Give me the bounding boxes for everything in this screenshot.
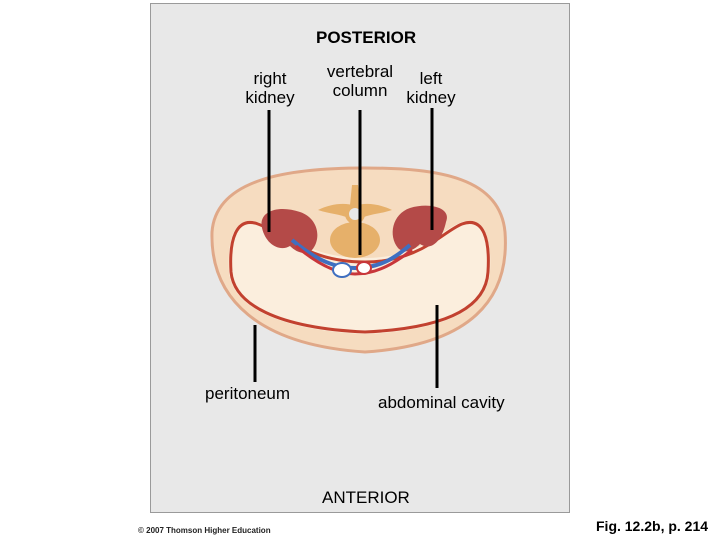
right-kidney-label: right kidney	[240, 69, 300, 107]
vertebral-column-label-line2: column	[332, 81, 388, 100]
vertebral-body	[330, 222, 380, 258]
left-kidney-label-line1: left	[419, 69, 443, 88]
right-kidney	[261, 208, 318, 253]
posterior-label: POSTERIOR	[316, 28, 417, 47]
left-kidney-label: left kidney	[400, 69, 462, 107]
vertebral-column-label-line1: vertebral	[326, 62, 394, 81]
figure-reference: Fig. 12.2b, p. 214	[596, 518, 709, 534]
peritoneum-membrane	[229, 220, 490, 334]
right-kidney-label-line2: kidney	[245, 88, 295, 107]
left-kidney-label-line2: kidney	[406, 88, 456, 107]
vena-cava	[332, 262, 352, 278]
abdominal-cavity-label: abdominal cavity	[378, 393, 505, 412]
vertebral-column-label: vertebral column	[320, 62, 400, 100]
renal-vessels	[290, 238, 412, 271]
anterior-label: ANTERIOR	[322, 488, 410, 507]
copyright-text: © 2007 Thomson Higher Education	[138, 526, 271, 535]
right-kidney-label-line1: right	[253, 69, 287, 88]
peritoneum-label: peritoneum	[205, 384, 291, 403]
vertebra-spinous-process	[350, 185, 360, 205]
aorta	[356, 261, 372, 275]
renal-vessels-red	[295, 244, 413, 276]
